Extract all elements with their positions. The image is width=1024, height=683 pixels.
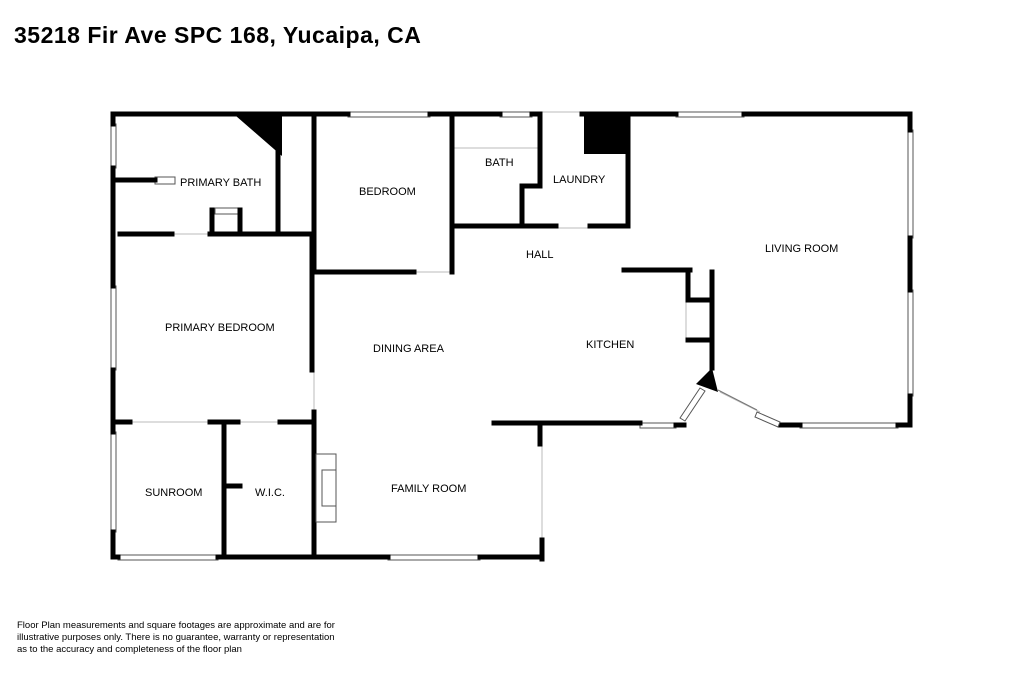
room-bedroom: BEDROOM xyxy=(359,186,416,198)
room-bath: BATH xyxy=(485,157,514,169)
room-wic: W.I.C. xyxy=(255,487,285,499)
disclaimer-line: illustrative purposes only. There is no … xyxy=(17,632,335,643)
disclaimer: Floor Plan measurements and square foota… xyxy=(17,620,357,656)
wall-fills xyxy=(236,116,718,392)
door-openings xyxy=(130,111,761,540)
fireplace-icon xyxy=(315,453,337,523)
walls xyxy=(110,111,913,562)
room-living-room: LIVING ROOM xyxy=(765,243,838,255)
room-labels: PRIMARY BATH BEDROOM BATH LAUNDRY LIVING… xyxy=(145,157,838,499)
room-hall: HALL xyxy=(526,249,554,261)
page-title: 35218 Fir Ave SPC 168, Yucaipa, CA xyxy=(14,22,422,48)
disclaimer-line: as to the accuracy and completeness of t… xyxy=(17,644,242,655)
room-sunroom: SUNROOM xyxy=(145,487,202,499)
room-dining-area: DINING AREA xyxy=(373,343,445,355)
bay-windows xyxy=(679,387,781,428)
disclaimer-line: Floor Plan measurements and square foota… xyxy=(17,620,335,631)
room-primary-bedroom: PRIMARY BEDROOM xyxy=(165,322,275,334)
room-family-room: FAMILY ROOM xyxy=(391,483,466,495)
room-kitchen: KITCHEN xyxy=(586,339,634,351)
room-primary-bath: PRIMARY BATH xyxy=(180,177,261,189)
room-laundry: LAUNDRY xyxy=(553,174,606,186)
